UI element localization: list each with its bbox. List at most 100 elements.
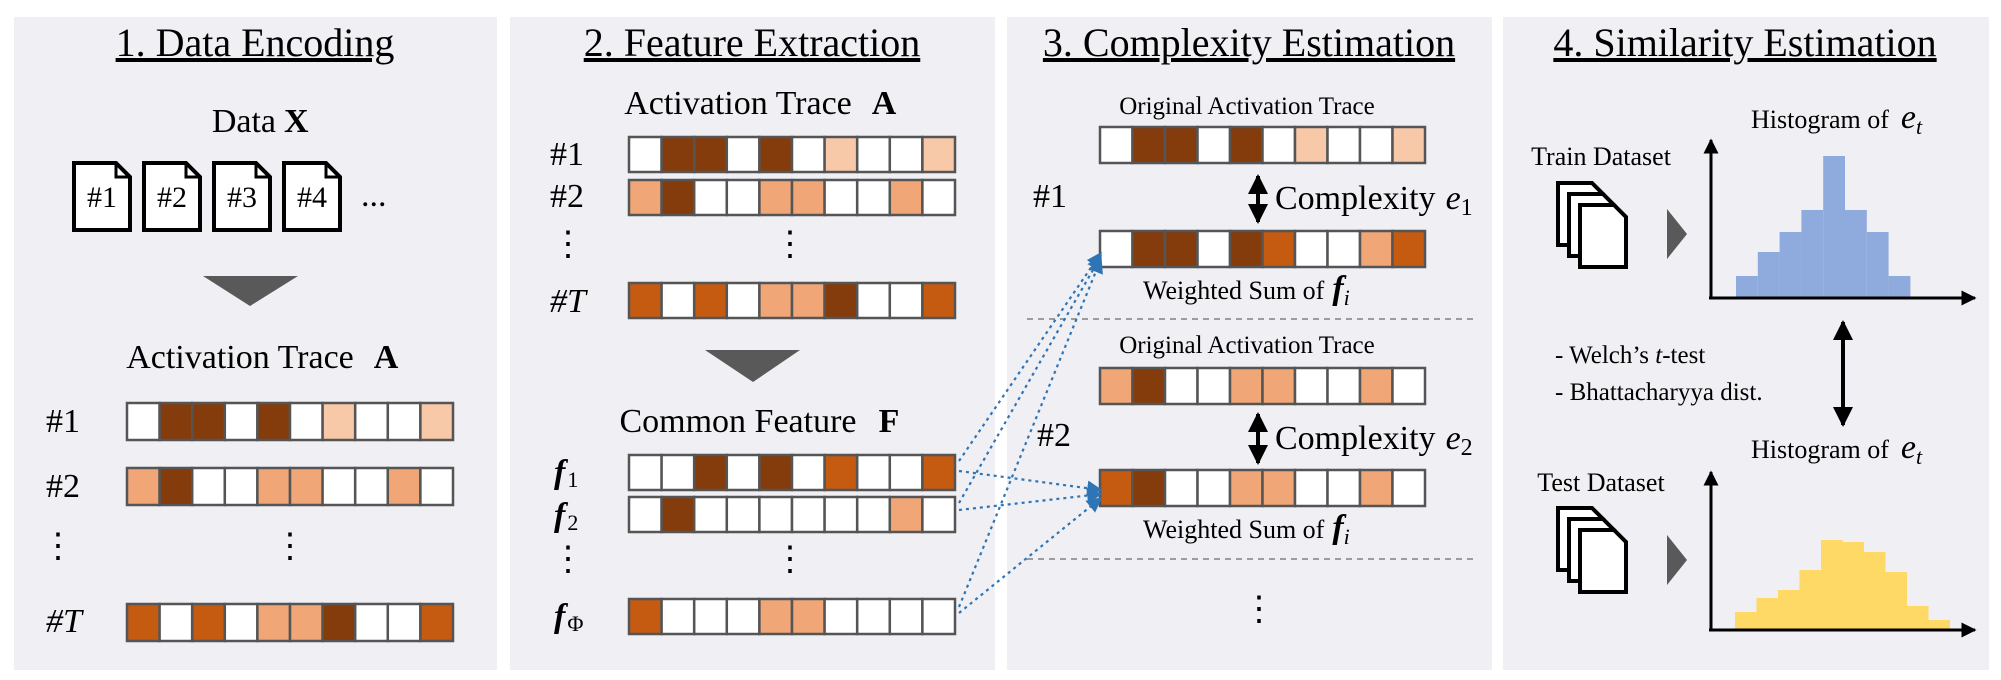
trace-cell — [158, 401, 194, 442]
trace-cell — [353, 602, 390, 643]
trace-cell — [855, 135, 892, 174]
p2-feature-label-vdots: ⋮ — [551, 541, 585, 578]
trace-cell — [1131, 125, 1167, 165]
stacked-document-icon — [1578, 528, 1628, 594]
panel-2-feature-symbol: F — [879, 403, 900, 440]
trace-cell — [1391, 125, 1427, 165]
trace-cell — [1326, 229, 1362, 269]
trace-cell — [288, 466, 324, 507]
trace-cell — [888, 135, 924, 174]
p2-row-label-2: #2 — [550, 178, 584, 215]
trace-cell — [758, 453, 794, 492]
trace-cell — [158, 466, 194, 507]
p2-row-label-vdots: ⋮ — [551, 226, 585, 263]
document-label: #3 — [227, 181, 257, 214]
trace-cell — [1391, 229, 1427, 269]
trace-cell — [419, 602, 455, 643]
trace-cell — [823, 453, 859, 492]
trace-cell — [1358, 366, 1394, 406]
trace-cell — [692, 281, 729, 320]
connector-arrow — [958, 487, 1103, 512]
trace-cell — [419, 401, 455, 442]
trace-cell — [125, 401, 161, 442]
trace-cell — [1163, 229, 1199, 269]
trace-cell — [1228, 229, 1264, 269]
p3-bottom-vdots: ⋮ — [1242, 591, 1276, 628]
trace-row — [627, 178, 957, 217]
histogram-bar — [1888, 276, 1911, 298]
trace-cell — [288, 401, 324, 442]
trace-cell — [823, 495, 859, 534]
trace-cell — [888, 597, 924, 636]
histogram-bar — [1885, 572, 1907, 630]
panel-1-trace-label: Activation Trace — [126, 339, 354, 376]
histogram-bar — [1821, 540, 1843, 630]
trace-cell — [790, 135, 826, 174]
trace-cell — [921, 281, 957, 320]
document-label: #2 — [157, 181, 187, 214]
p3-original-label-1: Original Activation Trace — [1119, 93, 1375, 120]
trace-cell — [1163, 366, 1199, 406]
trace-cell — [790, 453, 826, 492]
trace-cell — [1293, 125, 1329, 165]
trace-cell — [288, 602, 324, 643]
histogram-bar — [1799, 570, 1821, 630]
trace-cell — [1358, 229, 1394, 269]
trace-cell — [725, 597, 761, 636]
test-files-icon — [1556, 506, 1628, 594]
trace-cell — [1163, 125, 1199, 165]
down-triangle-icon — [203, 276, 298, 306]
trace-cell — [1098, 468, 1134, 508]
trace-cell — [660, 281, 696, 320]
trace-cell — [1358, 468, 1394, 508]
trace-cell — [1228, 125, 1264, 165]
histogram-bar — [1907, 606, 1929, 630]
trace-cell — [888, 178, 924, 217]
connector-arrow — [958, 497, 1103, 614]
trace-cell — [921, 597, 957, 636]
histogram-bar — [1756, 598, 1778, 630]
p1-mid-vdots: ⋮ — [273, 528, 307, 565]
p3-original-label-2: Original Activation Trace — [1119, 332, 1375, 359]
trace-cell — [627, 178, 663, 217]
data-symbol: X — [284, 103, 309, 140]
trace-cell — [823, 135, 859, 174]
trace-cell — [692, 453, 729, 492]
trace-cell — [223, 401, 259, 442]
p1-row-label-T: #T — [46, 603, 84, 640]
trace-cell — [1358, 125, 1394, 165]
test-histogram — [1735, 540, 1950, 630]
bhattacharyya-label: - Bhattacharyya dist. — [1555, 379, 1763, 406]
trace-cell — [692, 495, 729, 534]
trace-cell — [190, 602, 227, 643]
trace-cell — [1196, 468, 1232, 508]
trace-cell — [256, 401, 292, 442]
trace-cell — [419, 466, 455, 507]
train-dataset-label: Train Dataset — [1531, 142, 1672, 171]
panel-1-background — [14, 17, 497, 670]
trace-cell — [855, 453, 892, 492]
p2-mid-vdots: ⋮ — [773, 226, 807, 263]
trace-cell — [692, 597, 729, 636]
trace-row — [125, 401, 455, 442]
trace-cell — [1326, 125, 1362, 165]
data-label: Data — [212, 103, 276, 140]
trace-cell — [758, 597, 794, 636]
histogram-bar — [1864, 552, 1886, 630]
trace-cell — [1131, 366, 1167, 406]
p3-trace-rows — [1098, 125, 1427, 508]
trace-cell — [921, 178, 957, 217]
feature-row — [627, 597, 957, 636]
histogram-bar — [1845, 210, 1867, 298]
trace-cell — [1098, 125, 1134, 165]
panel-1-trace-symbol: A — [374, 339, 399, 376]
trace-cell — [1326, 468, 1362, 508]
histogram-bar — [1801, 210, 1824, 298]
trace-cell — [1261, 125, 1297, 165]
trace-cell — [627, 495, 663, 534]
trace-cell — [725, 453, 761, 492]
histogram-bar — [1779, 232, 1802, 298]
